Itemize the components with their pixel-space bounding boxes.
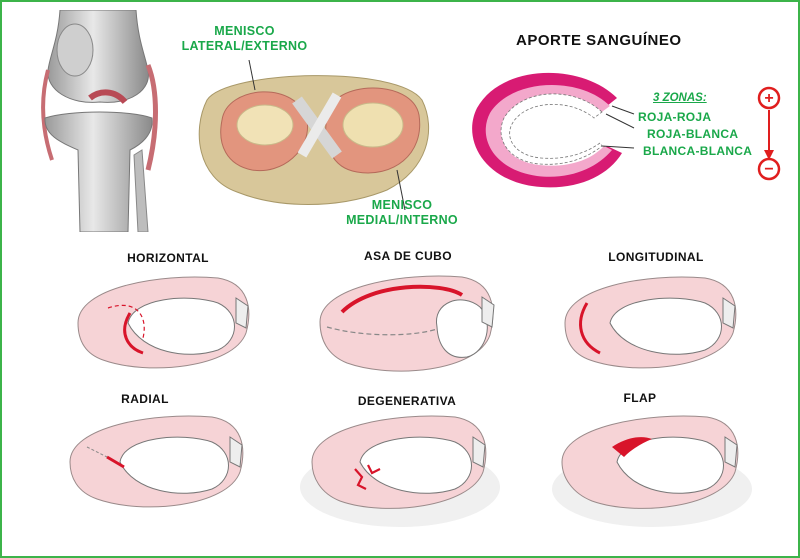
minus-symbol: −: [764, 161, 773, 178]
medial-label-line1: MENISCO: [371, 198, 433, 212]
plus-icon: [757, 86, 781, 110]
lateral-label-line1: MENISCO: [214, 24, 275, 38]
zones-heading: 3 ZONAS:: [653, 92, 707, 104]
tear-diagram-longitudinal: [564, 276, 737, 369]
tear-label-flap: FLAP: [623, 391, 657, 405]
zone-red-red: ROJA-ROJA: [638, 110, 712, 124]
knee-joint-illustration: [41, 10, 158, 232]
meniscus-anatomy-illustration: [198, 60, 430, 210]
tear-label-radial: RADIAL: [121, 392, 169, 406]
tear-diagram-radial: [69, 415, 244, 508]
medial-label-line2: MEDIAL/INTERNO: [346, 213, 458, 227]
gradient-arrow: + −: [757, 86, 781, 181]
lateral-meniscus-label: MENISCO LATERAL/EXTERNO: [172, 24, 317, 54]
tear-label-bucket-handle: ASA DE CUBO: [364, 249, 452, 263]
blood-supply-title: APORTE SANGUÍNEO: [516, 32, 682, 49]
blood-supply-zones-diagram: [472, 72, 635, 188]
minus-icon: [757, 157, 781, 181]
zone-red-white: ROJA-BLANCA: [647, 127, 739, 141]
zone-white-white: BLANCA-BLANCA: [643, 144, 753, 158]
lateral-label-line2: LATERAL/EXTERNO: [181, 39, 308, 53]
tear-diagram-horizontal: [77, 276, 250, 369]
plus-symbol: +: [764, 90, 773, 107]
tear-label-degenerative: DEGENERATIVA: [357, 394, 457, 408]
tear-diagram-degenerative: [300, 415, 500, 527]
tear-label-longitudinal: LONGITUDINAL: [608, 250, 704, 264]
tear-label-horizontal: HORIZONTAL: [127, 251, 209, 265]
tear-diagram-bucket-handle: [319, 275, 495, 372]
medial-meniscus-label: MENISCO MEDIAL/INTERNO: [337, 198, 467, 228]
tear-diagram-flap: [552, 415, 752, 527]
